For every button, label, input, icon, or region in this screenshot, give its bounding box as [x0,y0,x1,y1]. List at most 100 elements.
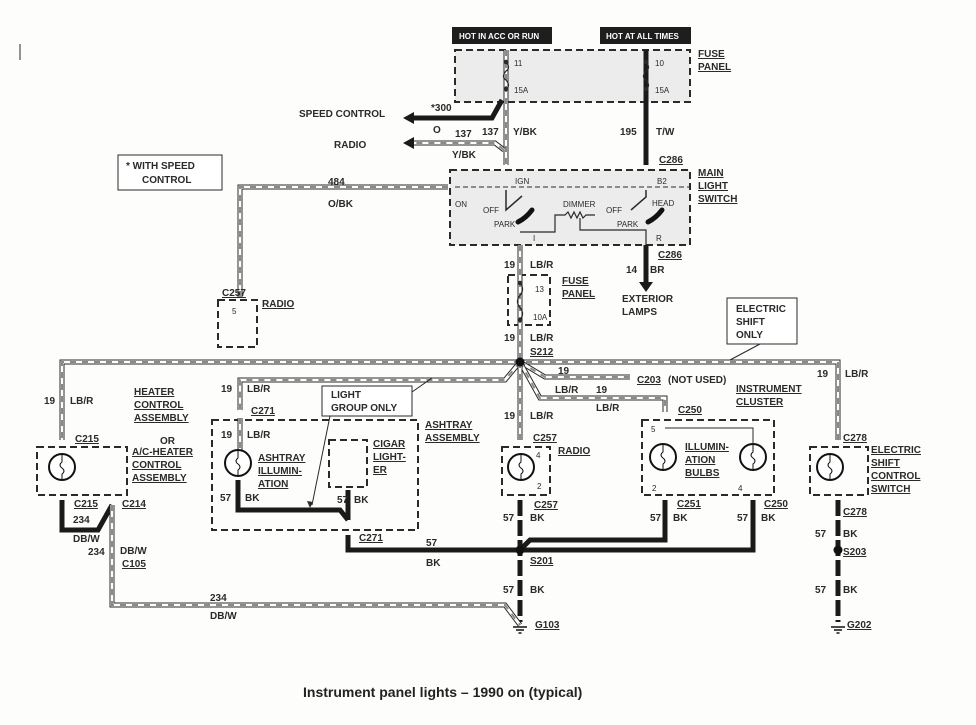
electric-shift-leader [729,343,761,361]
label-radio-pin2: 2 [537,482,542,491]
label-fuse-panel-top-2: PANEL [698,62,731,73]
electric-shift-box [809,446,869,496]
radio-bulb-icon [507,453,535,481]
cluster-bulb-right-icon [739,443,767,471]
label-speed-note-2: CONTROL [142,175,191,186]
label-wire-19-right-color: LB/R [845,369,869,380]
s201-node [515,545,525,555]
g103-ground-icon [513,626,527,634]
fuse-terminal [517,280,523,286]
label-bk-c250: BK [761,513,776,524]
label-sw-park-l: PARK [494,220,516,229]
label-wire-19-ash-top-color: LB/R [247,384,271,395]
label-cigar-3: ER [373,465,388,476]
light-group-note-box [321,385,413,417]
ign-contact [505,190,523,212]
bulb-filament [827,454,833,480]
label-g103: G103 [535,620,560,631]
label-ash-illum-3: ATION [258,479,288,490]
wire-19-c203 [518,359,630,380]
label-sw-off-l: OFF [483,206,499,215]
label-fuse-panel-mid-1: FUSE [562,276,589,287]
label-bk-cigar: BK [354,495,369,506]
label-wire-19-ic-color-a: LB/R [555,385,579,396]
label-bk-g103: BK [530,585,545,596]
label-c250-top: C250 [678,405,702,416]
head-contact [630,190,647,211]
bulb-filament [518,454,524,480]
label-sw-b2: B2 [657,177,667,186]
electric-shift-note-box [726,297,798,345]
wire-300-speed [410,98,505,121]
label-cigar-1: CIGAR [373,439,406,450]
label-c250-bottom: C250 [764,499,788,510]
label-c278-bottom: C278 [843,507,867,518]
label-wire-300-color: O [433,125,441,136]
label-bk-eshift: BK [843,529,858,540]
wire-57-ashtray [235,480,350,522]
label-wire-19-ic-color-b: LB/R [596,403,620,414]
label-fuse-10-amp: 15A [655,86,670,95]
bulb-filament [59,454,65,480]
fuse-icon [516,282,524,321]
dimmer-rheostat-icon [520,210,647,245]
label-fuse-panel-mid-2: PANEL [562,289,595,300]
wire-57-c251-line [518,500,668,552]
bus-19-main [59,359,841,440]
label-wire-234-c-color: DB/W [210,611,237,622]
label-w57-cigar: 57 [337,495,349,506]
hot-all-times-tag [600,27,691,44]
label-speed-control: SPEED CONTROL [299,109,385,120]
fuse-icon [502,61,510,90]
label-c214: C214 [122,499,146,510]
label-main-light-3: SWITCH [698,194,737,205]
label-radio-pin4: 4 [536,451,541,460]
label-ic-pin4: 4 [738,484,743,493]
label-ic-pin2: 2 [652,484,657,493]
main-light-switch [449,169,691,246]
label-fuse-panel-top-1: FUSE [698,49,725,60]
label-eshift-3: CONTROL [871,471,920,482]
label-wire-19-a: 19 [504,260,516,271]
cluster-bulb-link [665,427,754,444]
label-light-group-1: LIGHT [331,390,361,401]
label-wire-19-ash-in: 19 [221,430,233,441]
ashtray-bulb-icon [224,449,252,477]
s212-node [515,357,525,367]
label-wire-195-color: T/W [656,127,675,138]
leader-arrow-icon [307,501,313,508]
wire-137-radio-inner [410,141,505,152]
label-elec-shift-note-3: ONLY [736,330,763,341]
wire-19-cluster [517,360,668,412]
speed-control-arrow-icon [403,112,414,124]
label-hot-all-times: HOT AT ALL TIMES [606,32,680,41]
label-c257-upper: C257 [222,288,246,299]
label-sw-off-r: OFF [606,206,622,215]
speed-note-box [117,154,223,191]
label-wire-19-ash-in-color: LB/R [247,430,271,441]
label-s212: S212 [530,347,554,358]
label-wire-234-a-color: DB/W [73,534,100,545]
label-s203: S203 [843,547,867,558]
wire-137-radio [410,140,506,152]
label-s201: S201 [530,556,554,567]
wire-300-speed-line [410,98,505,121]
label-heater-1: HEATER [134,387,175,398]
label-wire-300: *300 [431,103,452,114]
wire-234-c105 [109,505,522,627]
label-eshift-1: ELECTRIC [871,445,921,456]
label-w57-g103: 57 [503,585,515,596]
label-ash-illum-2: ILLUMIN- [258,466,302,477]
label-wire-234-a: 234 [73,515,90,526]
label-main-light-2: LIGHT [698,181,728,192]
fuse-terminal [503,59,509,65]
label-wire-484-color: O/BK [328,199,354,210]
label-cigar-2: LIGHT- [373,452,406,463]
label-ac-heater-1: A/C-HEATER [132,447,194,458]
wire-57-c271 [345,535,520,553]
park-contact-right [645,207,665,225]
wire-19-c203-stripe [519,361,630,378]
bulb-filament [660,444,666,470]
eshift-bulb-icon [816,453,844,481]
